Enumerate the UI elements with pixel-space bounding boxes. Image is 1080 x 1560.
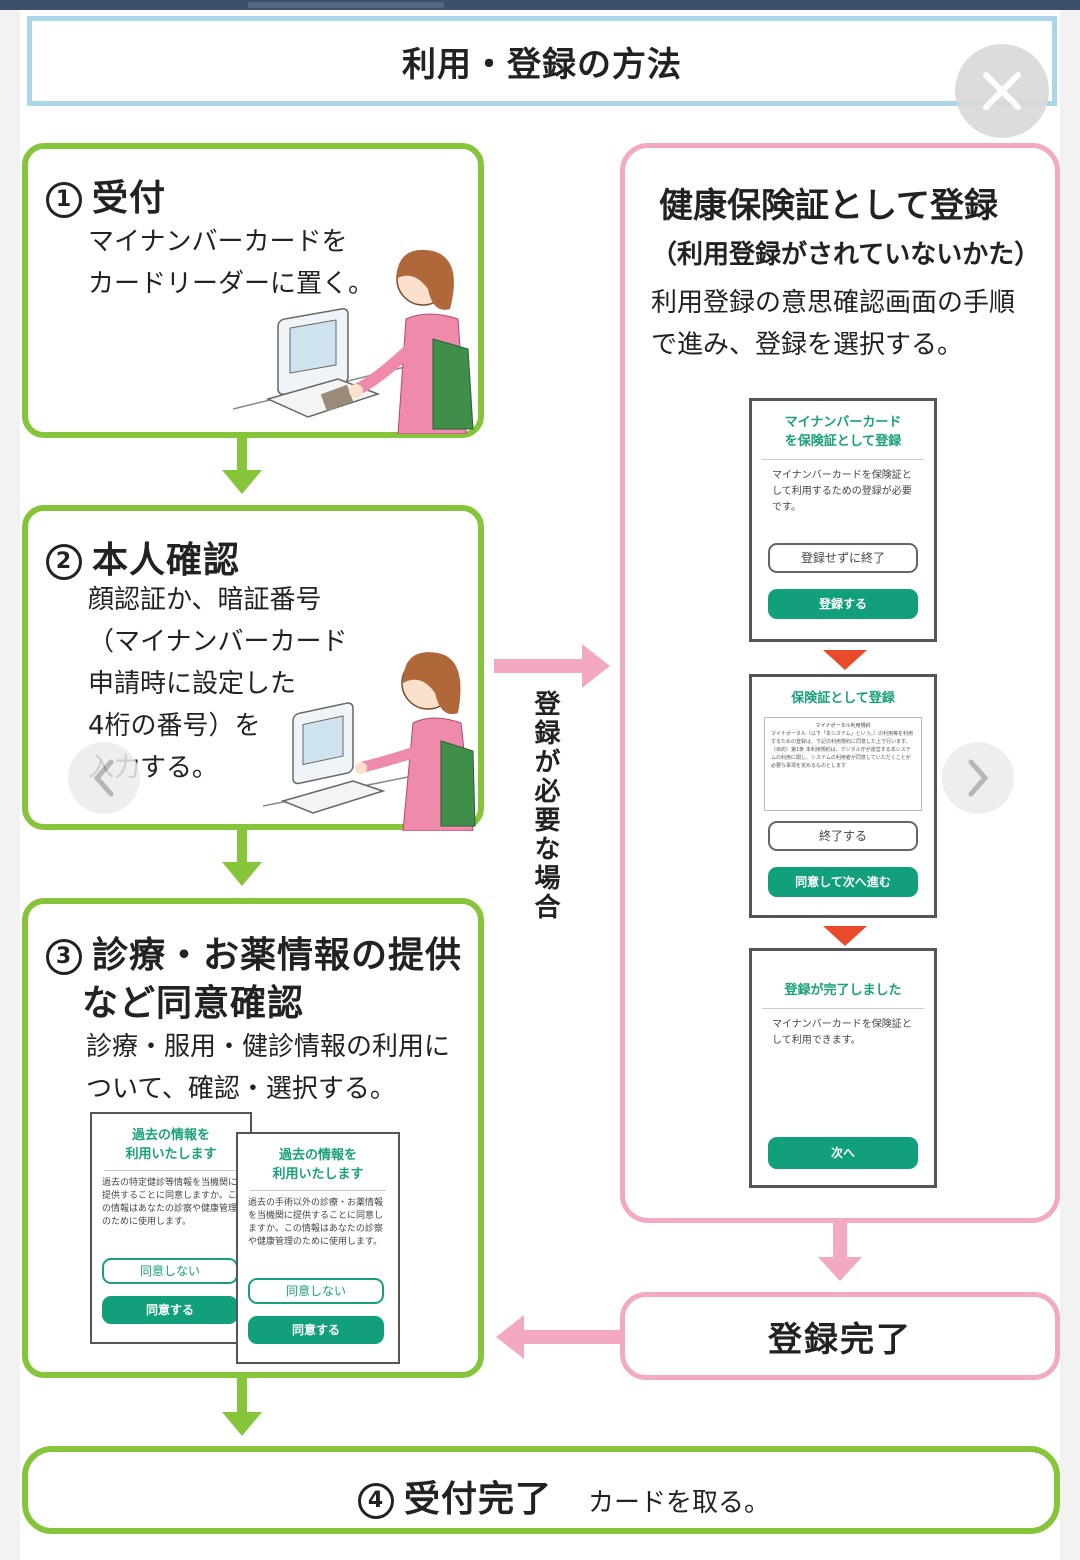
step3-box: 3 診療・お薬情報の提供 など同意確認 診療・服用・健診情報の利用に ついて、確認… xyxy=(22,898,484,1378)
step4-content: 4 受付完了 カードを取る。 xyxy=(358,1470,770,1524)
browser-tab[interactable] xyxy=(248,2,444,8)
step1-box: 1 受付 マイナンバーカードを カードリーダーに置く。 xyxy=(22,143,484,438)
step2-title-text: 本人確認 xyxy=(92,540,241,581)
registration-subtitle: （利用登録がされていないかた） xyxy=(651,240,1041,270)
step4-box: 4 受付完了 カードを取る。 xyxy=(22,1446,1060,1534)
close-icon xyxy=(983,72,1021,110)
screen2-to-3-arrow xyxy=(823,926,867,946)
chevron-right-icon xyxy=(968,759,989,797)
terms-heading: マイナポータル利用規約 xyxy=(815,723,871,729)
card2-disagree-button[interactable]: 同意しない xyxy=(248,1278,384,1304)
card2-title: 過去の情報を 利用いたします xyxy=(238,1146,398,1184)
step1-text: マイナンバーカードを カードリーダーに置く。 xyxy=(88,221,374,305)
registration-complete-box: 登録完了 xyxy=(620,1292,1060,1380)
reg-screen-3: 登録が完了しました マイナンバーカードを保険証として利用できます。 次へ xyxy=(749,948,937,1188)
card1-title-line2: 利用いたします xyxy=(125,1147,217,1162)
step3-text: 診療・服用・健診情報の利用に ついて、確認・選択する。 xyxy=(86,1026,450,1110)
step1-title-text: 受付 xyxy=(92,178,167,219)
step1-illustration xyxy=(232,249,474,434)
screen1-title-line2: を保険証として登録 xyxy=(784,434,902,449)
step4-title-text: 受付完了 xyxy=(404,1479,553,1520)
step2-text: 顔認証か、暗証番号 （マイナンバーカード 申請時に設定した 4桁の番号）を 入力… xyxy=(88,579,347,789)
arrow-step2-to-step3 xyxy=(222,830,262,886)
registration-box: 健康保険証として登録 （利用登録がされていないかた） 利用登録の意思確認画面の手… xyxy=(620,143,1060,1223)
register-button[interactable]: 登録する xyxy=(768,589,918,619)
chevron-left-icon xyxy=(93,759,114,797)
card1-title: 過去の情報を 利用いたします xyxy=(92,1126,250,1164)
registration-text: 利用登録の意思確認画面の手順 で進み、登録を選択する。 xyxy=(651,282,1015,366)
end-button[interactable]: 終了する xyxy=(768,821,918,851)
top-bar xyxy=(0,0,1080,10)
screen2-title: 保険証として登録 xyxy=(791,691,895,706)
screen3-text: マイナンバーカードを保険証として利用できます。 xyxy=(772,1019,912,1046)
step2-illustration xyxy=(263,652,476,831)
screen3-title: 登録が完了しました xyxy=(784,983,902,998)
arrow-step3-to-step4 xyxy=(222,1378,262,1436)
step4-title: 4 受付完了 xyxy=(358,1470,552,1522)
screen3-divider xyxy=(762,1008,924,1009)
step4-number: 4 xyxy=(358,1483,394,1519)
next-slide-button[interactable] xyxy=(942,742,1014,814)
terms-document[interactable]: マイナポータル利用規約 マイナポータル（以下「本システム」という。）の利用等を利… xyxy=(764,717,922,811)
step3-title-line1: 診療・お薬情報の提供 xyxy=(92,935,463,976)
card2-title-line1: 過去の情報を xyxy=(278,1148,357,1163)
step3-text-line2: ついて、確認・選択する。 xyxy=(86,1074,396,1104)
card2-title-line2: 利用いたします xyxy=(272,1167,364,1182)
arrow-step1-to-step2 xyxy=(222,438,262,494)
step1-number: 1 xyxy=(46,182,82,218)
close-button[interactable] xyxy=(955,44,1049,138)
step2-title: 2 本人確認 xyxy=(46,531,240,583)
registration-side-label: 登録が必要な場合 xyxy=(530,690,560,922)
step4-text: カードを取る。 xyxy=(588,1488,771,1518)
card2-agree-button[interactable]: 同意する xyxy=(248,1316,384,1344)
step3-title: 3 診療・お薬情報の提供 xyxy=(46,926,462,978)
card1-disagree-button[interactable]: 同意しない xyxy=(102,1258,238,1284)
reg-screen-2: 保険証として登録 マイナポータル利用規約 マイナポータル（以下「本システム」とい… xyxy=(749,674,937,918)
prev-button[interactable] xyxy=(68,742,140,814)
page-title-box: 利用・登録の方法 xyxy=(27,16,1057,106)
step3-number: 3 xyxy=(46,939,82,975)
screen1-to-2-arrow xyxy=(823,650,867,670)
arrow-to-registration xyxy=(494,644,610,688)
registration-title: 健康保険証として登録 xyxy=(659,186,998,226)
card2-divider xyxy=(250,1190,386,1191)
step2-line3: 申請時に設定した xyxy=(88,669,297,699)
registration-text-line1: 利用登録の意思確認画面の手順 xyxy=(651,288,1016,318)
next-button[interactable]: 次へ xyxy=(768,1137,918,1169)
step2-number: 2 xyxy=(46,544,82,580)
arrow-back-to-step3 xyxy=(496,1315,622,1359)
step2-line4: 4桁の番号）を xyxy=(88,711,261,741)
card1-title-line1: 過去の情報を xyxy=(131,1128,210,1143)
step2-line2: （マイナンバーカード xyxy=(88,627,348,657)
card2-text: 過去の手術以外の診療・お薬情報を当機関に提供することに同意しますか。この情報はあ… xyxy=(248,1198,384,1247)
step3-text-line1: 診療・服用・健診情報の利用に xyxy=(86,1032,451,1062)
skip-registration-button[interactable]: 登録せずに終了 xyxy=(768,543,918,573)
step1-text-line2: カードリーダーに置く。 xyxy=(88,269,375,299)
screen1-title-line1: マイナンバーカード xyxy=(784,415,902,430)
registration-text-line2: で進み、登録を選択する。 xyxy=(651,330,964,360)
step1-text-line1: マイナンバーカードを xyxy=(88,227,348,257)
arrow-to-complete xyxy=(818,1223,862,1281)
registration-complete-text: 登録完了 xyxy=(768,1319,912,1360)
card1-agree-button[interactable]: 同意する xyxy=(102,1296,238,1324)
consent-card-2: 過去の情報を 利用いたします 過去の手術以外の診療・お薬情報を当機関に提供するこ… xyxy=(236,1132,400,1364)
reg-screen-1: マイナンバーカード を保険証として登録 マイナンバーカードを保険証として利用する… xyxy=(749,398,937,642)
card1-divider xyxy=(104,1170,238,1171)
page-title: 利用・登録の方法 xyxy=(402,44,682,85)
agree-next-button[interactable]: 同意して次へ進む xyxy=(768,867,918,897)
step1-title: 1 受付 xyxy=(46,169,166,221)
step2-line1: 顔認証か、暗証番号 xyxy=(88,585,322,615)
consent-card-1: 過去の情報を 利用いたします 過去の特定健診等情報を当機関に提供することに同意し… xyxy=(90,1112,252,1344)
step3-title-line2: など同意確認 xyxy=(82,983,305,1024)
screen1-text: マイナンバーカードを保険証として利用するための登録が必要です。 xyxy=(772,470,912,513)
screen1-divider xyxy=(762,459,924,460)
card1-text: 過去の特定健診等情報を当機関に提供することに同意しますか。この情報はあなたの診察… xyxy=(102,1178,238,1227)
screen1-title: マイナンバーカード を保険証として登録 xyxy=(752,413,934,451)
terms-text: マイナポータル（以下「本システム」という。）の利用等を利用するための登録は、下記… xyxy=(771,731,913,769)
